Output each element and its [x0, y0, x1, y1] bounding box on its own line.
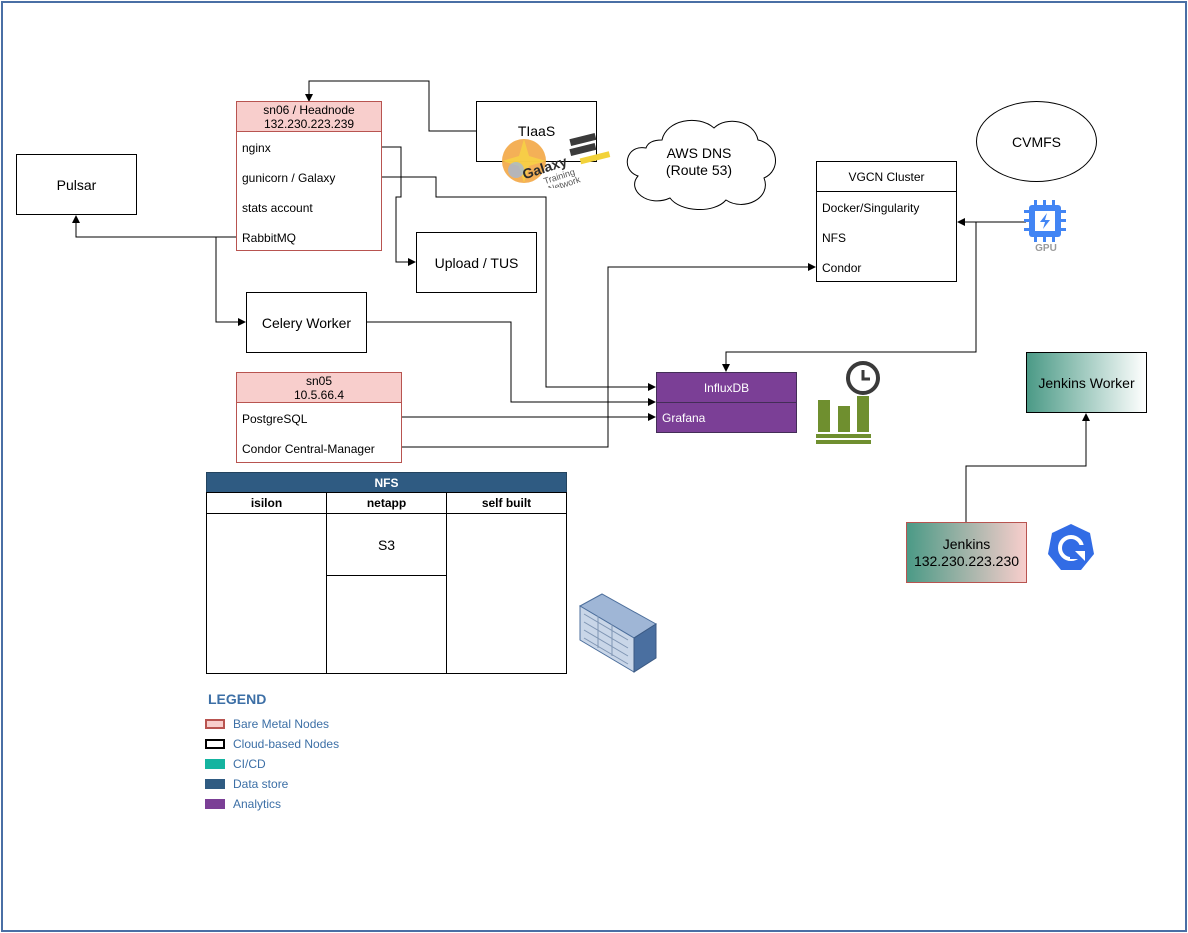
legend-label: Bare Metal Nodes	[233, 717, 330, 731]
upload-tus-node[interactable]: Upload / TUS	[416, 232, 537, 293]
sn05-row-condor-cm: Condor Central-Manager	[242, 442, 375, 456]
legend-swatch	[205, 739, 225, 749]
upload-tus-label: Upload / TUS	[434, 254, 519, 271]
vgcn-title: VGCN Cluster	[817, 162, 956, 192]
jenkins-label: Jenkins	[942, 535, 991, 552]
sn05-title: sn05	[305, 374, 333, 388]
vgcn-row-nfs: NFS	[822, 231, 846, 245]
celery-worker-label: Celery Worker	[261, 314, 352, 331]
legend-swatch	[205, 779, 225, 789]
jenkins-ip: 132.230.223.230	[913, 552, 1020, 569]
kubernetes-refresh-icon	[1048, 524, 1094, 570]
sn05-body: PostgreSQL Condor Central-Manager	[237, 403, 401, 462]
aws-dns-cloud: AWS DNS (Route 53)	[626, 119, 776, 211]
edge-jenkins-worker	[965, 413, 1090, 522]
edge-tiaas-headnode	[305, 80, 476, 132]
aws-dns-line2: (Route 53)	[666, 162, 732, 178]
headnode-title: sn06 / Headnode	[263, 103, 355, 117]
vgcn-row-condor: Condor	[822, 261, 862, 275]
nfs-column-header: self built	[447, 493, 566, 514]
legend-label: Analytics	[233, 797, 282, 811]
grafana-row: Grafana	[662, 411, 706, 425]
vgcn-node[interactable]: VGCN Cluster Docker/Singularity NFS Cond…	[816, 161, 957, 282]
jenkins-worker-node[interactable]: Jenkins Worker	[1026, 352, 1147, 413]
nfs-column-isilon: isilon	[206, 492, 327, 674]
storage-server-icon	[578, 593, 657, 673]
analytics-node[interactable]: InfluxDB Grafana	[656, 372, 797, 433]
legend-swatch	[205, 719, 225, 729]
headnode-row-rabbitmq: RabbitMQ	[242, 231, 297, 245]
vgcn-row-docker: Docker/Singularity	[822, 201, 920, 215]
sn05-row-postgres: PostgreSQL	[242, 412, 308, 426]
gpu-label: GPU	[1035, 243, 1057, 254]
aws-dns-line1: AWS DNS	[667, 145, 732, 161]
cloud-shape	[626, 119, 776, 211]
legend-label: CI/CD	[233, 757, 266, 771]
bar-chart-clock-icon	[816, 361, 880, 444]
legend-swatch	[205, 759, 225, 769]
edge-nginx-upload	[382, 146, 416, 266]
sn05-node[interactable]: sn05 10.5.66.4 PostgreSQL Condor Central…	[236, 372, 402, 463]
nfs-column-self-built: self built	[446, 492, 567, 674]
edge-celery-influx	[367, 321, 656, 406]
cvmfs-node[interactable]: CVMFS	[976, 101, 1097, 182]
cvmfs-label: CVMFS	[1012, 133, 1061, 150]
edge-rabbit-pulsar	[72, 215, 236, 238]
gpu-chip-icon: GPU	[1024, 200, 1066, 254]
nfs-table: NFS isilon netapp S3 self built	[206, 472, 567, 674]
edge-rabbit-celery	[215, 237, 246, 326]
jenkins-node[interactable]: Jenkins 132.230.223.230	[906, 522, 1027, 583]
jenkins-worker-label: Jenkins Worker	[1038, 374, 1135, 391]
nfs-column-netapp: netapp S3	[326, 492, 447, 674]
headnode-row-stats: stats account	[242, 201, 313, 215]
headnode-node[interactable]: sn06 / Headnode 132.230.223.239 nginx gu…	[236, 101, 382, 251]
galaxy-training-network-logo: Galaxy Training Network	[502, 132, 611, 188]
edge-condorcm-condor	[402, 263, 816, 448]
headnode-row-gunicorn: gunicorn / Galaxy	[242, 171, 336, 185]
nfs-cell-s3: S3	[327, 514, 446, 576]
legend-title: LEGEND	[208, 691, 267, 707]
tiaas-label: TIaaS	[517, 123, 556, 139]
nfs-column-header: netapp	[327, 493, 446, 514]
sn05-header: sn05 10.5.66.4	[237, 373, 401, 403]
influxdb-title: InfluxDB	[657, 373, 796, 403]
nfs-column-header: isilon	[207, 493, 326, 514]
tiaas-node[interactable]: TIaaS	[476, 101, 597, 162]
legend-label: Data store	[233, 777, 289, 791]
headnode-header: sn06 / Headnode 132.230.223.239	[237, 102, 381, 132]
edge-gunicorn-influx	[382, 176, 656, 391]
nfs-title: NFS	[206, 472, 567, 493]
pulsar-label: Pulsar	[56, 176, 97, 193]
legend-swatch	[205, 799, 225, 809]
headnode-row-nginx: nginx	[242, 141, 271, 155]
celery-worker-node[interactable]: Celery Worker	[246, 292, 367, 353]
pulsar-node[interactable]: Pulsar	[16, 154, 137, 215]
edge-vgcn-influx	[722, 222, 977, 372]
headnode-body: nginx gunicorn / Galaxy stats account Ra…	[237, 132, 381, 250]
sn05-ip: 10.5.66.4	[293, 388, 345, 402]
legend-label: Cloud-based Nodes	[233, 737, 340, 751]
headnode-ip: 132.230.223.239	[263, 117, 355, 131]
